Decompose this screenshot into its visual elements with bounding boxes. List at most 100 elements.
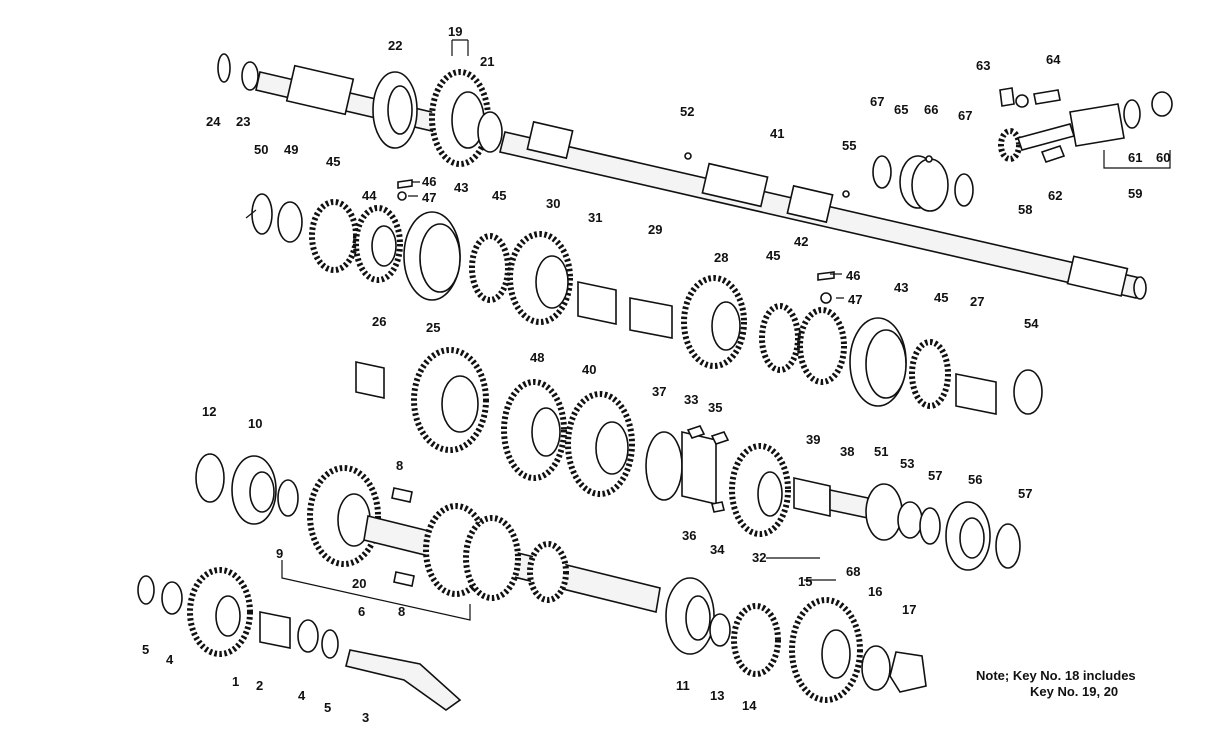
housing-51 (865, 483, 903, 541)
label-63: 63 (976, 58, 990, 73)
label-40: 40 (582, 362, 596, 377)
label-39: 39 (806, 432, 820, 447)
part-labels: 1 2 3 4 4 5 5 6 8 8 9 10 11 12 13 14 15 … (142, 24, 1170, 725)
hub-42 (797, 307, 847, 385)
label-37: 37 (652, 384, 666, 399)
bearing-2 (259, 611, 291, 649)
gear-1 (187, 567, 253, 657)
label-42: 42 (794, 234, 808, 249)
spring-46a (397, 179, 413, 189)
label-12: 12 (202, 404, 216, 419)
gear-14 (731, 603, 781, 677)
label-8b: 8 (398, 604, 405, 619)
label-59: 59 (1128, 186, 1142, 201)
label-41: 41 (770, 126, 784, 141)
label-31: 31 (588, 210, 602, 225)
baulk-ring-45b (469, 233, 511, 303)
bolt-64 (1033, 89, 1061, 105)
label-30: 30 (546, 196, 560, 211)
baulk-ring-45c (759, 303, 801, 373)
label-8a: 8 (396, 458, 403, 473)
label-68: 68 (846, 564, 860, 579)
sleeve-59 (1069, 103, 1125, 147)
baulk-ring-45d (909, 339, 951, 409)
nut-53 (897, 501, 923, 539)
label-1: 1 (232, 674, 239, 689)
label-11: 11 (676, 678, 690, 693)
snap-ring-5a (137, 575, 155, 605)
baulk-ring-45a (309, 199, 359, 273)
label-67b: 67 (958, 108, 972, 123)
gear-30 (507, 231, 573, 325)
ring-37 (645, 431, 683, 501)
ring-57b (995, 523, 1021, 569)
label-34: 34 (710, 542, 725, 557)
gear-40 (565, 391, 635, 497)
label-38: 38 (840, 444, 854, 459)
label-25: 25 (426, 320, 440, 335)
bushing-26 (355, 361, 385, 399)
key-33 (686, 425, 706, 439)
ring-54 (1013, 369, 1043, 415)
label-45c: 45 (766, 248, 780, 263)
label-60: 60 (1156, 150, 1170, 165)
key-8b (393, 571, 415, 587)
label-56: 56 (968, 472, 982, 487)
bearing-10 (231, 455, 277, 525)
label-67a: 67 (870, 94, 884, 109)
label-57b: 57 (1018, 486, 1032, 501)
collar-36 (681, 430, 717, 506)
label-22: 22 (388, 38, 402, 53)
label-45a: 45 (326, 154, 340, 169)
ring-12 (195, 453, 225, 503)
label-17: 17 (902, 602, 916, 617)
label-51: 51 (874, 444, 888, 459)
ball-52 (684, 152, 692, 160)
label-47a: 47 (422, 190, 436, 205)
label-9: 9 (276, 546, 283, 561)
shaft-38 (829, 489, 869, 519)
gear-32 (729, 443, 791, 537)
ring-67-right (954, 173, 974, 207)
label-45d: 45 (934, 290, 948, 305)
label-53: 53 (900, 456, 914, 471)
ring-13 (709, 613, 731, 647)
label-36: 36 (682, 528, 696, 543)
gear-48 (501, 379, 567, 481)
label-29: 29 (648, 222, 662, 237)
label-21: 21 (480, 54, 494, 69)
label-52: 52 (680, 104, 694, 119)
plug-60 (1151, 91, 1173, 117)
label-16: 16 (868, 584, 882, 599)
key-8a (391, 487, 413, 503)
gear-20 (307, 465, 381, 567)
spring-46b (817, 271, 835, 281)
snap-ring-24 (217, 53, 231, 83)
bearing-29 (629, 297, 673, 339)
label-15: 15 (798, 574, 812, 589)
label-13: 13 (710, 688, 724, 703)
washer-16 (861, 645, 891, 691)
ring-61 (1123, 99, 1141, 129)
label-55: 55 (842, 138, 856, 153)
label-44: 44 (362, 188, 377, 203)
label-28: 28 (714, 250, 728, 265)
key-34 (711, 501, 725, 513)
plate-63 (999, 87, 1015, 107)
label-61: 61 (1128, 150, 1142, 165)
bracket-59 (1103, 150, 1171, 169)
label-49: 49 (284, 142, 298, 157)
label-45b: 45 (492, 188, 506, 203)
gear-15 (789, 597, 863, 703)
label-43a: 43 (454, 180, 468, 195)
washer-23 (241, 61, 259, 91)
bearing-56 (945, 501, 991, 571)
key-35 (710, 431, 730, 445)
washer-4b (297, 619, 319, 653)
bearing-27 (955, 373, 997, 415)
label-6: 6 (358, 604, 365, 619)
ball-66 (925, 155, 933, 163)
ring-9 (277, 479, 299, 517)
label-2: 2 (256, 678, 263, 693)
